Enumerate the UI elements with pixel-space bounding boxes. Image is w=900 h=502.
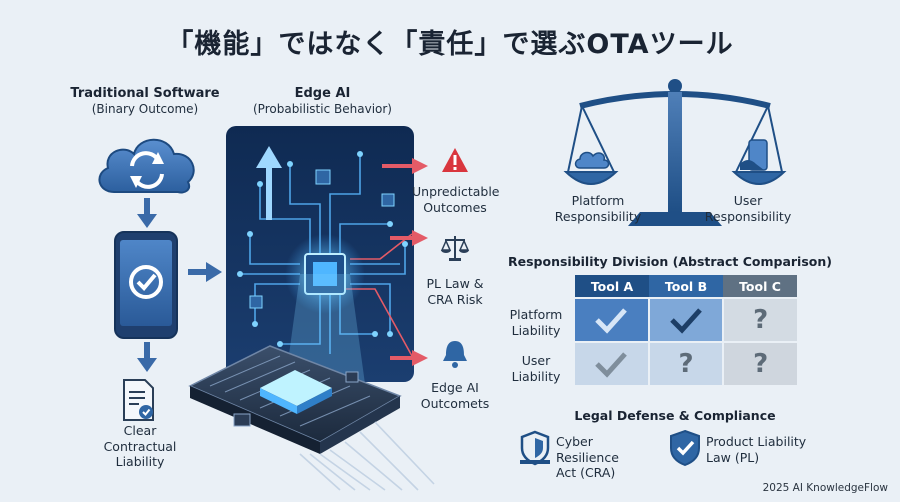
table-cell: ? [724,299,798,341]
legal-title: Legal Defense & Compliance [574,408,776,423]
arrow-down-icon [137,342,157,372]
contract-icon [123,379,154,421]
warning-icon [442,148,468,172]
check-icon [670,308,702,334]
platform-responsibility-label: Platform Responsibility [554,193,642,224]
footer-credit: 2025 AI KnowledgeFlow [762,482,888,494]
row-label-platform: Platform Liability [509,307,563,338]
page-title: 「機能」ではなく「責任」で選ぶOTAツール [166,29,734,60]
traditional-title: Traditional Software [70,86,220,101]
balance-scale-icon [563,79,787,226]
table-header: Tool A Tool B Tool C [575,275,797,297]
shield-check-icon [670,429,700,467]
column-header-tool-c: Tool C [723,275,797,297]
table-cell [575,343,648,385]
bell-icon [443,341,467,368]
check-icon [595,308,628,334]
table-cell: ? [724,343,798,385]
clear-liability-label: Clear Contractual Liability [103,423,177,470]
table-row: ? ? [575,343,798,385]
arrow-right-icon [188,262,222,282]
phone-check-icon [114,231,178,339]
legal-item-pl: Product Liability Law (PL) [706,434,807,465]
table-cell [575,299,648,341]
traditional-subtitle: (Binary Outcome) [91,102,199,116]
cloud-sync-icon [98,138,195,194]
column-header-tool-b: Tool B [649,275,723,297]
table-cell [649,299,723,341]
row-label-user: User Liability [511,353,561,384]
table-cell: ? [649,343,723,385]
edge-ai-chip-illustration [188,126,435,491]
edge-ai-subtitle: (Probabilistic Behavior) [253,102,392,116]
arrow-down-icon [137,198,157,228]
edge-ai-title: Edge AI [294,86,351,101]
question-icon: ? [753,349,769,379]
responsibility-table: Tool A Tool B Tool C ? ? ? [575,275,798,385]
division-title: Responsibility Division (Abstract Compar… [508,254,832,269]
outcome-unpredictable: Unpredictable Outcomes [412,184,500,215]
column-header-tool-a: Tool A [575,275,649,297]
outcome-edge-ai: Edge AI Outcomets [420,380,490,411]
table-row: ? [575,299,798,341]
scale-icon [440,236,470,261]
outcome-pl-cra: PL Law & CRA Risk [426,276,484,307]
legal-item-cra: Cyber Resilience Act (CRA) [556,434,619,481]
check-icon [595,352,628,378]
shield-laptop-icon [520,430,550,466]
question-icon: ? [753,305,769,335]
user-responsibility-label: User Responsibility [704,193,792,224]
question-icon: ? [678,349,694,379]
